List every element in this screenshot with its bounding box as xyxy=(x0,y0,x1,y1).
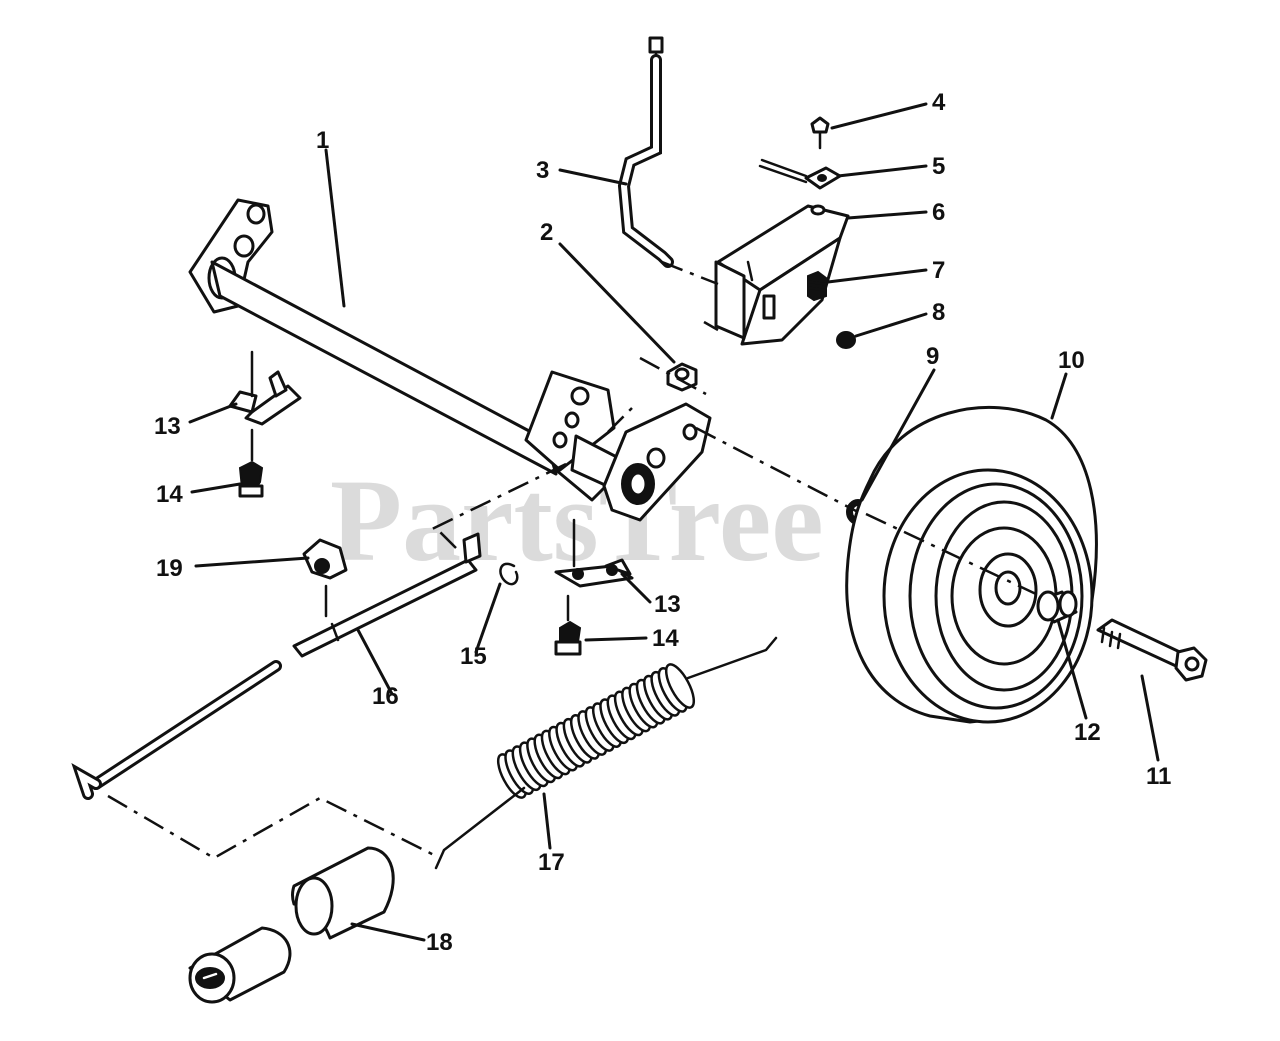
part-19-clip[interactable] xyxy=(302,538,348,618)
part-4-screw[interactable] xyxy=(810,116,830,150)
callout-1: 1 xyxy=(316,127,329,154)
part-7-bolt[interactable] xyxy=(807,270,827,302)
callout-6: 6 xyxy=(932,199,945,226)
part-1-axle[interactable] xyxy=(188,198,712,522)
part-3-rod[interactable] xyxy=(617,36,674,268)
part-8-washer[interactable] xyxy=(836,331,856,349)
callout-14-left: 14 xyxy=(156,481,183,508)
callout-3: 3 xyxy=(536,157,549,184)
callout-19: 19 xyxy=(156,555,183,582)
part-13-left-bracket[interactable] xyxy=(228,350,302,426)
part-14-right-screw[interactable] xyxy=(554,594,582,656)
part-17-spring-hook-top xyxy=(686,636,778,680)
callout-17: 17 xyxy=(538,849,565,876)
callout-5: 5 xyxy=(932,153,945,180)
part-5-clip[interactable] xyxy=(758,158,842,190)
part-15-e-ring[interactable] xyxy=(499,562,519,586)
part-11-shoulder-bolt[interactable] xyxy=(1096,618,1208,682)
callout-11: 11 xyxy=(1146,763,1171,790)
part-14-left-screw[interactable] xyxy=(238,428,264,498)
callout-18: 18 xyxy=(426,929,453,956)
callout-12: 12 xyxy=(1074,719,1101,746)
callout-7: 7 xyxy=(932,257,945,284)
part-17-spring-hook-bottom xyxy=(434,786,526,870)
part-6-bracket[interactable] xyxy=(714,204,850,346)
callout-9: 9 xyxy=(926,343,939,370)
callout-8: 8 xyxy=(932,299,945,326)
part-13-right-bracket[interactable] xyxy=(554,518,634,588)
callout-labels: 1 2 3 4 5 6 7 8 9 10 11 12 13 13 14 14 1… xyxy=(154,89,1171,956)
part-18-grip[interactable] xyxy=(188,846,395,1004)
callout-4: 4 xyxy=(932,89,946,116)
callout-13-left: 13 xyxy=(154,413,181,440)
spring-coil xyxy=(664,663,696,709)
callout-15: 15 xyxy=(460,643,487,670)
callout-14-right: 14 xyxy=(652,625,679,652)
callout-16: 16 xyxy=(372,683,399,710)
part-16-rod[interactable] xyxy=(71,532,482,800)
callout-10: 10 xyxy=(1058,347,1085,374)
leader-lines xyxy=(188,102,1160,942)
callout-13-right: 13 xyxy=(654,591,681,618)
part-17-spring[interactable] xyxy=(493,661,699,802)
part-12-spacer[interactable] xyxy=(1036,590,1078,624)
assembly-lines xyxy=(107,260,1037,860)
callout-2: 2 xyxy=(540,219,553,246)
